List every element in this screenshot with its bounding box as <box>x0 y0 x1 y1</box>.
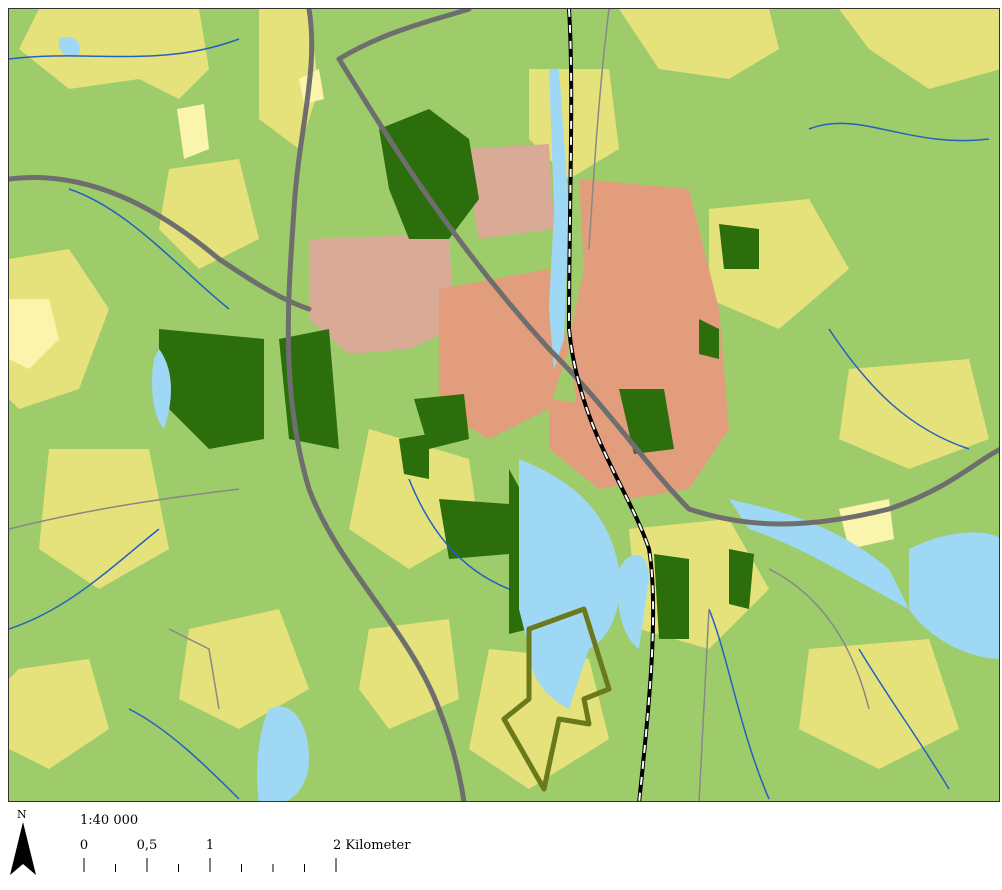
map-frame[interactable] <box>8 8 1000 802</box>
north-label: N <box>17 808 27 821</box>
railway-layer <box>566 9 656 801</box>
scalebar-label: 0 <box>79 838 89 853</box>
scalebar-ticks <box>83 858 337 872</box>
scalebar-label: 1 <box>205 838 215 853</box>
scalebar-label: 2 Kilometer <box>333 838 411 853</box>
north-arrow: N <box>8 808 38 878</box>
scalebar-label: 0,5 <box>136 838 158 853</box>
scale-ratio: 1:40 000 <box>80 813 139 828</box>
urban-low-layer <box>309 144 554 354</box>
minor-roads-layer <box>9 9 870 801</box>
scalebar: 0 0,5 1 2 Kilometer <box>70 838 470 878</box>
north-arrow-icon <box>10 822 36 875</box>
roads-layer <box>9 9 999 801</box>
reserve-outline <box>501 606 612 792</box>
streams-layer <box>9 38 990 800</box>
map-canvas[interactable] <box>9 9 1000 802</box>
water-layer <box>58 37 999 801</box>
